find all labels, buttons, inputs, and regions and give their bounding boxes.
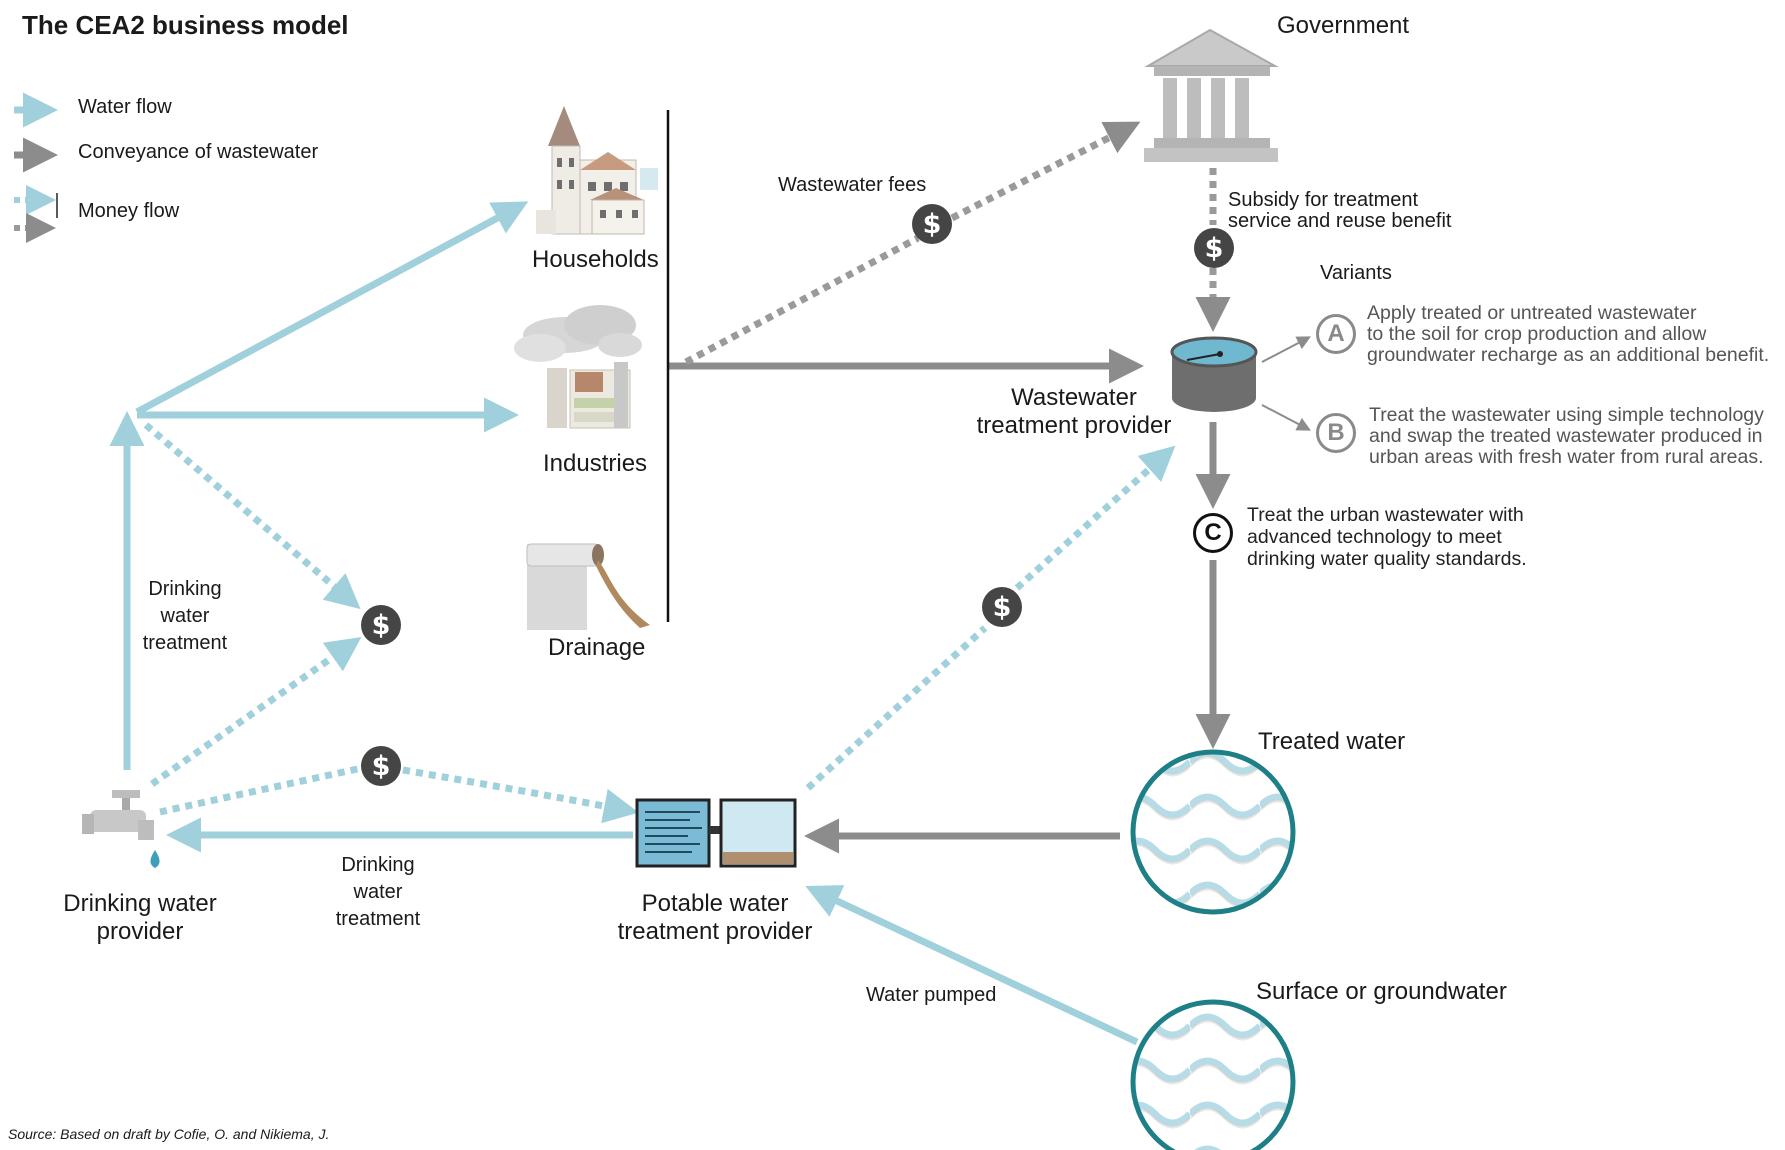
dollar-drinking-left: $ bbox=[361, 605, 401, 645]
drinking-treatment-bottom-label: Drinking water treatment bbox=[335, 854, 421, 930]
variant-a-text: Apply treated or untreated wastewater to… bbox=[1367, 302, 1770, 366]
industries-icon bbox=[514, 305, 642, 429]
variant-pointer-lines bbox=[1261, 336, 1311, 431]
tap-icon bbox=[82, 790, 160, 868]
variant-c-text: Treat the urban wastewater with advanced… bbox=[1247, 504, 1527, 570]
subsidy-label: Subsidy for treatment service and reuse … bbox=[1228, 189, 1452, 232]
drinking-treatment-left-label: Drinking water treatment bbox=[142, 578, 228, 654]
flow-pumped bbox=[805, 885, 1139, 1046]
wastewater-lines bbox=[668, 348, 1231, 854]
drainage-label: Drainage bbox=[548, 634, 646, 661]
wastewater-provider-label: Wastewater treatment provider bbox=[976, 384, 1172, 439]
legend-water-flow-label: Water flow bbox=[78, 96, 172, 118]
treated-water-label: Treated water bbox=[1258, 728, 1406, 755]
government-icon bbox=[1144, 28, 1279, 162]
households-icon bbox=[536, 106, 658, 235]
dollar-fees: $ bbox=[912, 204, 952, 244]
legend-money-flow-label: Money flow bbox=[78, 200, 180, 222]
dollar-potable: $ bbox=[982, 587, 1022, 627]
industries-label: Industries bbox=[543, 450, 648, 477]
variant-c-badge: C bbox=[1193, 513, 1233, 553]
drainage-icon bbox=[526, 543, 650, 630]
money-flow-lines bbox=[143, 121, 1231, 824]
surface-water-label: Surface or groundwater bbox=[1256, 978, 1507, 1005]
source-note: Source: Based on draft by Cofie, O. and … bbox=[8, 1126, 330, 1142]
government-label: Government bbox=[1277, 12, 1410, 39]
treated-water-circle bbox=[1130, 749, 1296, 915]
legend-conveyance-label: Conveyance of wastewater bbox=[78, 141, 319, 163]
dollar-drinking-bottom: $ bbox=[361, 746, 401, 786]
water-flow-lines bbox=[109, 201, 1139, 1046]
water-pumped-label: Water pumped bbox=[866, 984, 997, 1006]
wastewater-tank-icon bbox=[1170, 336, 1258, 412]
wastewater-fees-label: Wastewater fees bbox=[778, 174, 927, 196]
drinking-provider-label: Drinking water provider bbox=[63, 890, 217, 945]
variants-label: Variants bbox=[1320, 262, 1392, 284]
page-title: The CEA2 business model bbox=[22, 10, 349, 40]
surface-water-circle bbox=[1130, 999, 1296, 1150]
flow-to-households bbox=[135, 201, 529, 416]
variant-a-badge: A bbox=[1316, 314, 1356, 354]
potable-tanks-icon bbox=[635, 798, 797, 868]
variant-b-text: Treat the wastewater using simple techno… bbox=[1369, 404, 1764, 468]
legend-money-flow-arrows bbox=[14, 185, 58, 243]
dollar-subsidy: $ bbox=[1194, 228, 1234, 268]
potable-provider-label: Potable water treatment provider bbox=[617, 890, 813, 945]
variant-b-badge: B bbox=[1316, 413, 1356, 453]
households-label: Households bbox=[532, 246, 659, 273]
